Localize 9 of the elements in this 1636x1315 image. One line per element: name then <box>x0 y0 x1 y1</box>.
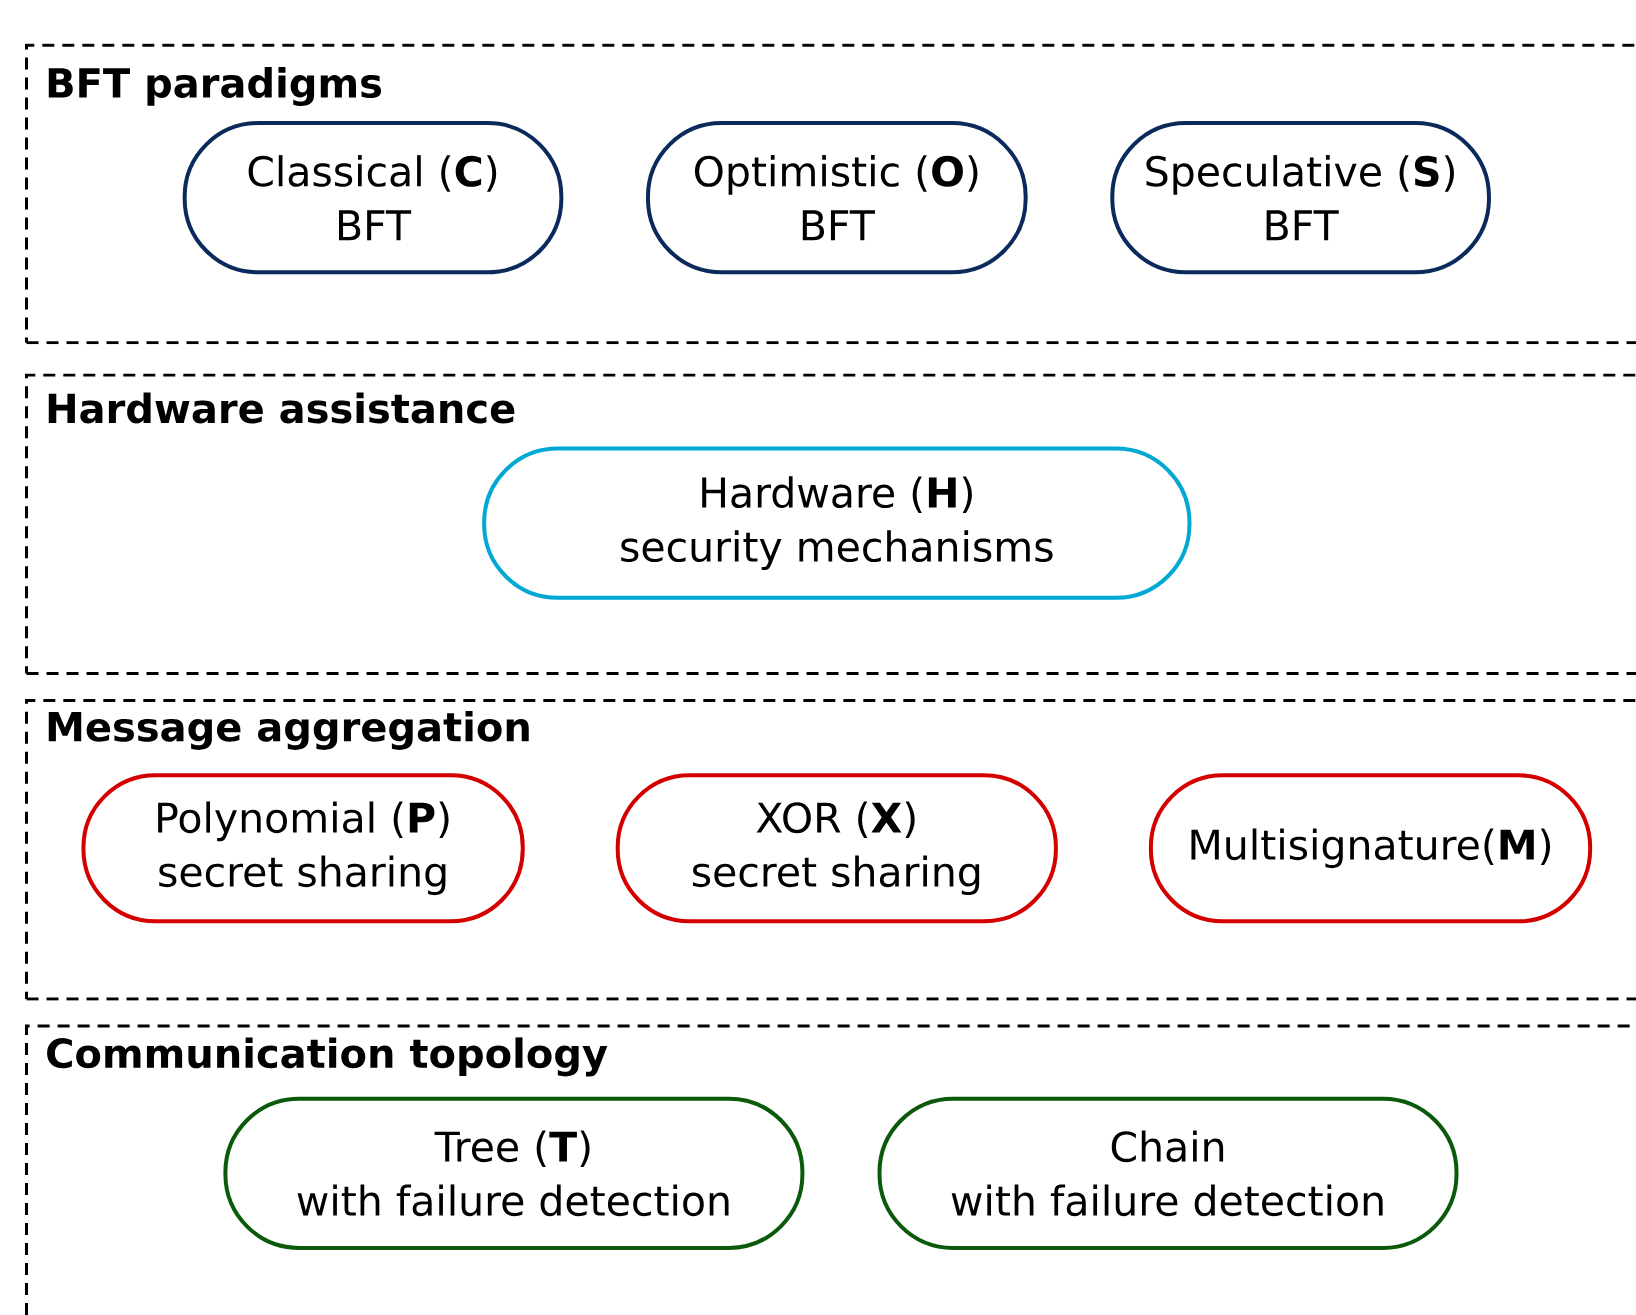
pill-box: Polynomial (P) secret sharing <box>81 773 525 924</box>
pill-box: Tree (T) with failure detection <box>223 1096 805 1250</box>
pill-box: Hardware (H) security mechanisms <box>482 446 1192 600</box>
pill-box: Multisignature(M) <box>1148 773 1593 924</box>
pill-box: Classical (C) BFT <box>182 121 564 275</box>
pill-box: XOR (X) secret sharing <box>615 773 1058 924</box>
pill-box: Optimistic (O) BFT <box>645 121 1028 275</box>
pill-box: Speculative (S) BFT <box>1110 121 1491 275</box>
pill-box: Chain with failure detection <box>877 1096 1459 1250</box>
